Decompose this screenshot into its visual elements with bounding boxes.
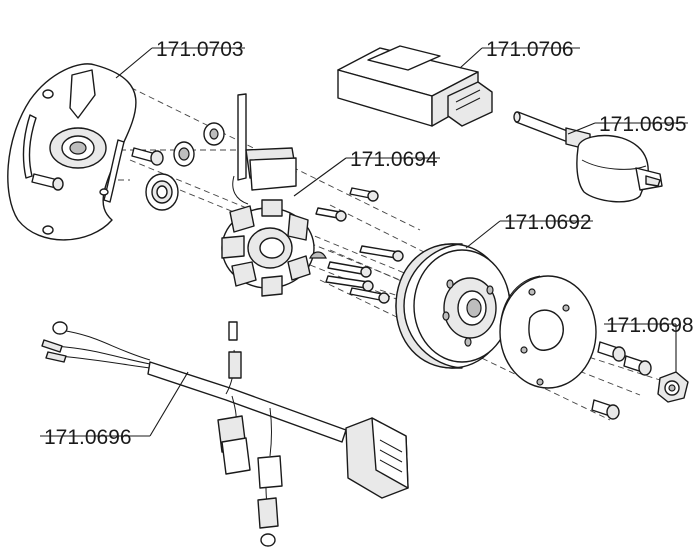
stator-bolts bbox=[315, 187, 404, 304]
stator bbox=[221, 93, 327, 297]
base-plate bbox=[7, 63, 164, 241]
rotor bbox=[395, 243, 511, 369]
part-number-cdi-unit: 171.0706 bbox=[486, 38, 574, 61]
wiring-harness bbox=[41, 321, 409, 547]
part-number-stator: 171.0694 bbox=[350, 148, 438, 171]
washers bbox=[145, 122, 225, 211]
part-number-nut-set: 171.0698 bbox=[606, 314, 694, 337]
part-number-wiring-harness: 171.0696 bbox=[44, 426, 132, 449]
part-number-base-plate: 171.0703 bbox=[156, 38, 244, 61]
part-number-ignition-coil: 171.0695 bbox=[599, 113, 687, 136]
leader-lines bbox=[40, 47, 688, 437]
nut-set bbox=[591, 341, 689, 420]
part-labels: 171.0703 171.0706 171.0695 171.0694 171.… bbox=[44, 38, 694, 449]
flywheel-disc bbox=[499, 275, 597, 389]
part-number-rotor: 171.0692 bbox=[504, 211, 592, 234]
cdi-unit bbox=[337, 45, 493, 127]
ignition-coil bbox=[513, 111, 663, 203]
